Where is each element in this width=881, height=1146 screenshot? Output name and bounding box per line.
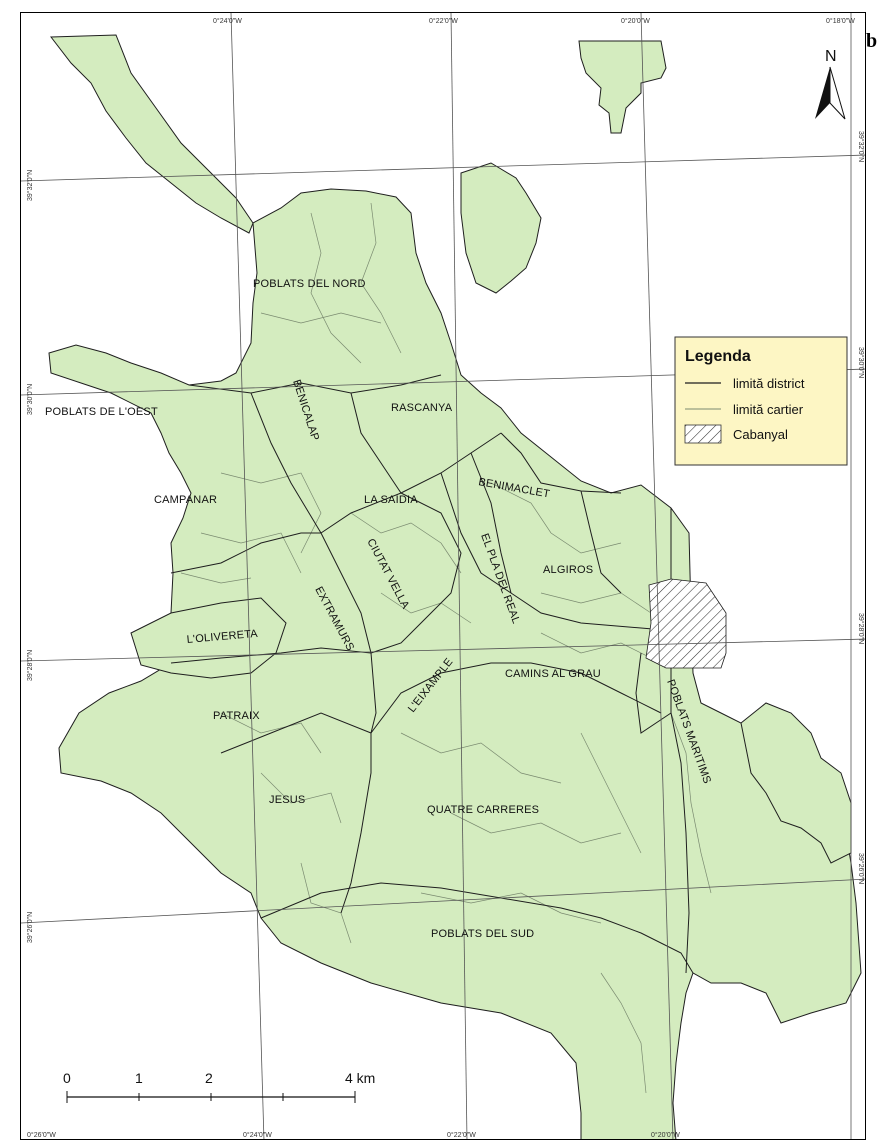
district-lines <box>170 374 694 974</box>
coordinates-left: 39°32'0"N 39°30'0"N 39°28'0"N 39°26'0"N <box>26 170 34 943</box>
district-label-patraix: PATRAIX <box>213 710 260 722</box>
north-west-extension <box>50 34 254 234</box>
coordinates-bottom: 0°26'0"W 0°24'0"W 0°22'0"W 0°20'0"W <box>27 1131 680 1139</box>
coord-top-1: 0°24'0"W <box>213 17 242 25</box>
district-label-algiros: ALGIROS <box>543 564 593 576</box>
district-label-poblats-del-nord: POBLATS DEL NORD <box>253 278 366 290</box>
coord-bottom-3: 0°22'0"W <box>447 1131 476 1139</box>
district-label-rascanya: RASCANYA <box>391 402 453 414</box>
coord-right-2: 39°30'0"N <box>857 347 865 378</box>
coord-right-4: 39°26'0"N <box>857 853 865 884</box>
coordinates-top: 0°24'0"W 0°22'0"W 0°20'0"W 0°18'0"W <box>213 17 855 25</box>
legend-item-cartier: limită cartier <box>733 402 804 417</box>
coord-left-1: 39°32'0"N <box>26 170 34 201</box>
coord-top-4: 0°18'0"W <box>826 17 855 25</box>
scale-label-1: 1 <box>135 1070 143 1086</box>
east-island <box>460 162 542 294</box>
coord-bottom-2: 0°24'0"W <box>243 1131 272 1139</box>
cabanyal-area <box>645 578 727 669</box>
district-label-jesus: JESUS <box>269 794 305 806</box>
district-label-la-saidia: LA SAIDIA <box>364 494 418 506</box>
scale-label-4: 4 km <box>345 1070 375 1086</box>
coord-bottom-4: 0°20'0"W <box>651 1131 680 1139</box>
district-label-poblats-de-l-oest: POBLATS DE L'OEST <box>45 406 158 418</box>
coord-top-3: 0°20'0"W <box>621 17 650 25</box>
coord-left-4: 39°26'0"N <box>26 912 34 943</box>
panel-letter: b <box>866 30 878 52</box>
district-label-quatre-carreres: QUATRE CARRERES <box>427 804 539 816</box>
cartier-lines <box>180 202 712 1094</box>
legend: Legenda limită district limită cartier C… <box>674 336 848 466</box>
coord-left-2: 39°30'0"N <box>26 384 34 415</box>
legend-swatch-cabanyal <box>684 424 722 444</box>
coord-right-3: 39°28'0"N <box>857 613 865 644</box>
legend-item-cabanyal: Cabanyal <box>733 427 788 442</box>
city-main-area <box>48 188 862 1139</box>
district-label-camins-al-grau: CAMINS AL GRAU <box>505 668 601 680</box>
north-east-island <box>578 40 667 134</box>
legend-box <box>674 336 848 466</box>
coord-bottom-1: 0°26'0"W <box>27 1131 56 1139</box>
coordinates-right: 39°32'0"N 39°30'0"N 39°28'0"N 39°26'0"N <box>857 131 865 884</box>
land-areas <box>48 34 862 1139</box>
district-label-poblats-del-sud: POBLATS DEL SUD <box>431 928 534 940</box>
coord-top-2: 0°22'0"W <box>429 17 458 25</box>
graticule <box>21 13 865 1139</box>
scale-label-2: 2 <box>205 1070 213 1086</box>
legend-item-district: limită district <box>733 376 805 391</box>
legend-title: Legenda <box>685 348 751 365</box>
north-arrow: N <box>815 48 846 120</box>
coord-right-1: 39°32'0"N <box>857 131 865 162</box>
scale-bar: 0 1 2 4 km <box>63 1070 375 1103</box>
north-arrow-label: N <box>825 48 837 65</box>
district-map: 0°24'0"W 0°22'0"W 0°20'0"W 0°18'0"W 0°26… <box>21 13 865 1139</box>
scale-label-0: 0 <box>63 1070 71 1086</box>
district-label-campanar: CAMPANAR <box>154 494 217 506</box>
coord-left-3: 39°28'0"N <box>26 650 34 681</box>
map-frame: 0°24'0"W 0°22'0"W 0°20'0"W 0°18'0"W 0°26… <box>20 12 866 1140</box>
